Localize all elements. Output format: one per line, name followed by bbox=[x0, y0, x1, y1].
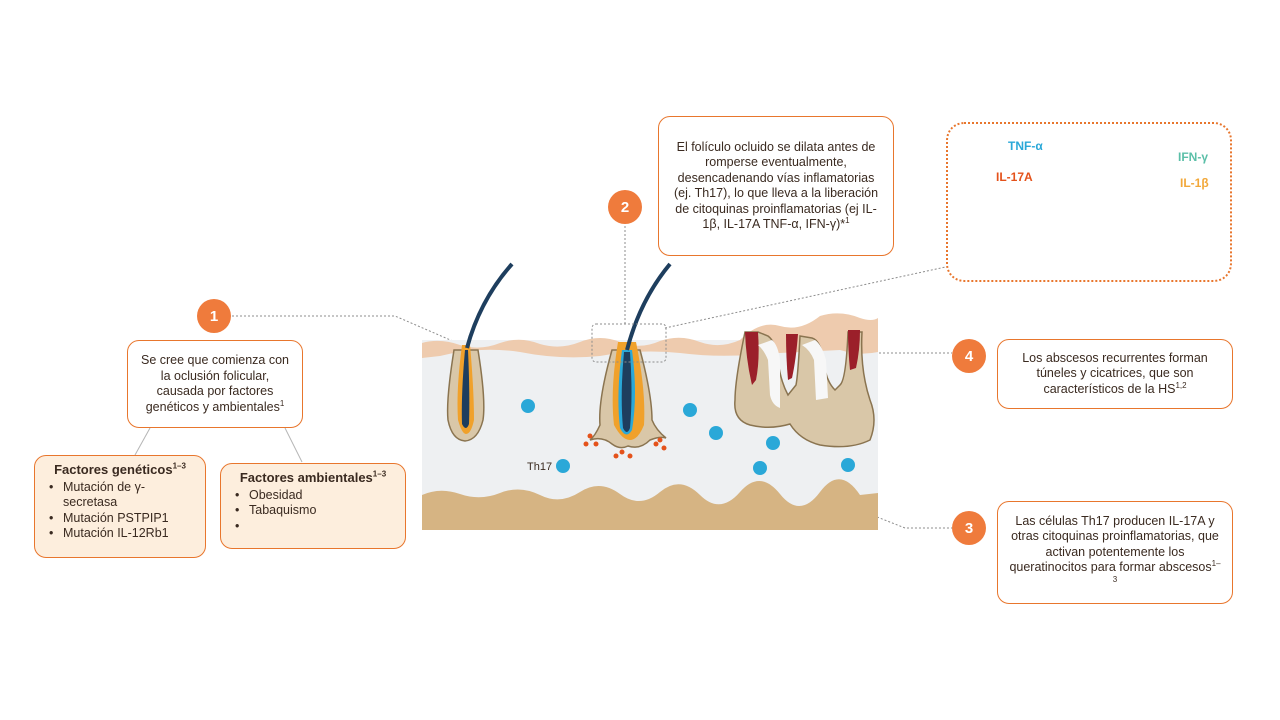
subcutaneous-layer bbox=[422, 479, 878, 530]
follicle-normal bbox=[446, 262, 514, 442]
step-2-ref: 1 bbox=[845, 215, 850, 225]
factor-connectors bbox=[134, 427, 303, 463]
label-il-1beta: IL-1β bbox=[1180, 176, 1209, 190]
follicle-dilated bbox=[589, 262, 672, 449]
step-4-text: Los abscesos recurrentes forman túneles … bbox=[1022, 350, 1208, 396]
step-2-box: El folículo ocluido se dilata antes de r… bbox=[658, 116, 894, 256]
environmental-factors-title: Factores ambientales1–3 bbox=[239, 469, 387, 485]
step-4-box: Los abscesos recurrentes forman túneles … bbox=[997, 339, 1233, 409]
step-marker-2: 2 bbox=[608, 190, 642, 224]
th17-label: Th17 bbox=[527, 461, 553, 473]
step-4-ref: 1,2 bbox=[1175, 380, 1187, 390]
step-2-text: El folículo ocluido se dilata antes de r… bbox=[673, 139, 879, 232]
step-1-ref: 1 bbox=[279, 398, 285, 408]
genetic-factors-ref: 1–3 bbox=[172, 461, 186, 471]
list-item: Mutación IL-12Rb1 bbox=[49, 526, 195, 542]
step-1-text: Se cree que comienza con la oclusión fol… bbox=[140, 353, 289, 414]
step-1-box: Se cree que comienza con la oclusión fol… bbox=[127, 340, 303, 428]
list-item: Obesidad bbox=[235, 488, 316, 504]
list-item: Mutación de γ-secretasa bbox=[49, 480, 195, 511]
step-marker-1: 1 bbox=[197, 299, 231, 333]
step-marker-4: 4 bbox=[952, 339, 986, 373]
zoom-inset-frame bbox=[946, 122, 1232, 282]
genetic-factors-list: Mutación de γ-secretasa Mutación PSTPIP1… bbox=[45, 480, 195, 542]
label-ifn-gamma: IFN-γ bbox=[1178, 150, 1208, 164]
zoom-indicator bbox=[591, 323, 667, 363]
environmental-factors-ref: 1–3 bbox=[372, 469, 387, 479]
label-il-17a: IL-17A bbox=[996, 170, 1033, 184]
list-item: Mutación PSTPIP1 bbox=[49, 511, 195, 527]
abscess-tunnels bbox=[734, 330, 875, 448]
genetic-factors-box: Factores genéticos1–3 Mutación de γ-secr… bbox=[34, 455, 206, 558]
step-3-ref: 1–3 bbox=[1112, 559, 1221, 584]
environmental-factors-list: Obesidad Tabaquismo bbox=[231, 488, 316, 535]
genetic-factors-title: Factores genéticos1–3 bbox=[54, 461, 186, 477]
environmental-factors-box: Factores ambientales1–3 Obesidad Tabaqui… bbox=[220, 463, 406, 549]
step-3-box: Las células Th17 producen IL-17A y otras… bbox=[997, 501, 1233, 604]
step-3-text: Las células Th17 producen IL-17A y otras… bbox=[1009, 513, 1221, 584]
th17-cells bbox=[521, 399, 855, 475]
step-marker-3: 3 bbox=[952, 511, 986, 545]
label-tnf-alpha: TNF-α bbox=[1008, 139, 1043, 153]
cytokine-dots bbox=[583, 433, 667, 459]
list-item: Tabaquismo bbox=[235, 503, 316, 519]
